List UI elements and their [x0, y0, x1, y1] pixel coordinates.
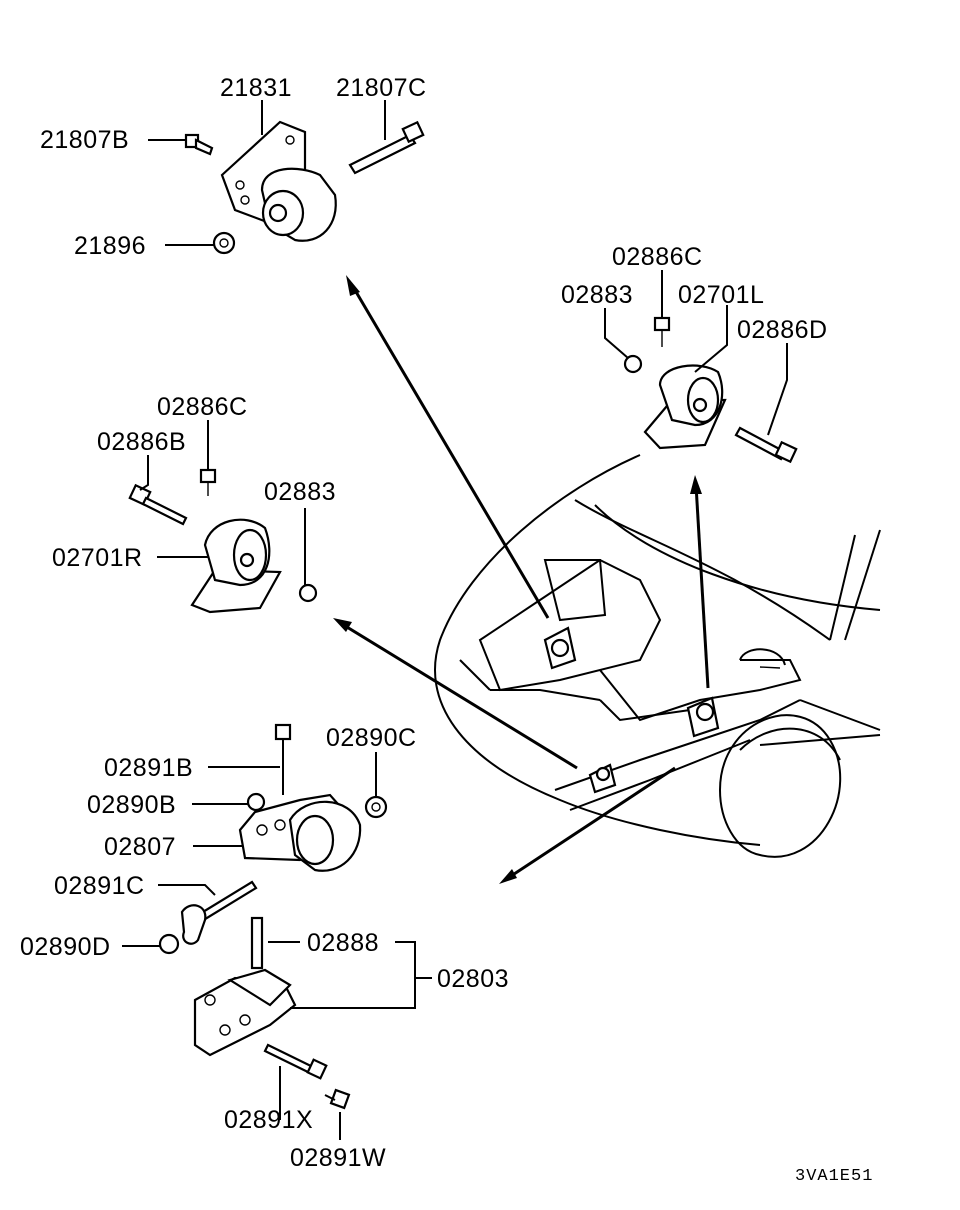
label-02888[interactable]: 02888 [307, 929, 379, 957]
mount-02701L-icon [643, 364, 727, 450]
label-02883-top[interactable]: 02883 [561, 281, 633, 309]
label-02883-mid[interactable]: 02883 [264, 478, 336, 506]
label-21831[interactable]: 21831 [220, 74, 292, 102]
vehicle-outline [434, 454, 881, 858]
bolt-02891W-icon [324, 1088, 351, 1110]
bolt-21807C-icon [348, 120, 425, 175]
diagram-code: 3VA1E51 [795, 1167, 873, 1186]
label-02890B[interactable]: 02890B [87, 791, 176, 819]
arrows [333, 275, 710, 884]
nut-21896-icon [212, 231, 236, 255]
label-02891X[interactable]: 02891X [224, 1106, 313, 1134]
mount-21831-icon [220, 120, 337, 242]
nut-02890C-icon [364, 795, 388, 819]
bolt-21807B-icon [184, 133, 214, 156]
label-21807B[interactable]: 21807B [40, 126, 129, 154]
label-21896[interactable]: 21896 [74, 232, 146, 260]
mount-02701R-icon [190, 518, 282, 614]
label-02701R[interactable]: 02701R [52, 544, 143, 572]
mount-02807-icon [238, 793, 362, 872]
bolt-02886B-icon [128, 483, 188, 526]
label-21807C[interactable]: 21807C [336, 74, 427, 102]
bolt-02891B-icon [274, 723, 292, 795]
bolt-02886D-icon [734, 426, 798, 464]
label-02890D[interactable]: 02890D [20, 933, 111, 961]
nut-02890D-icon [158, 933, 180, 955]
bolt-02886C-mid-icon [199, 468, 217, 496]
label-02886B[interactable]: 02886B [97, 428, 186, 456]
bracket-02803-icon [193, 968, 297, 1057]
label-02886C-mid[interactable]: 02886C [157, 393, 248, 421]
labels: 21831 21807C 21807B 21896 02886C 02883 0… [20, 74, 873, 1186]
stud-02888-icon [250, 916, 264, 970]
nut-02883-mid-icon [298, 583, 318, 603]
nut-02890B-icon [246, 792, 266, 812]
bolt-02891X-icon [263, 1043, 328, 1080]
nut-02883-top-icon [623, 354, 643, 374]
label-02891W[interactable]: 02891W [290, 1144, 386, 1172]
label-02701L[interactable]: 02701L [678, 281, 764, 309]
bolt-02891C-icon [180, 880, 258, 945]
leader-lines [122, 100, 788, 1140]
label-02891C[interactable]: 02891C [54, 872, 145, 900]
label-02891B[interactable]: 02891B [104, 754, 193, 782]
label-02886D[interactable]: 02886D [737, 316, 828, 344]
bolt-02886C-top-icon [653, 316, 671, 347]
label-02807[interactable]: 02807 [104, 833, 176, 861]
label-02803[interactable]: 02803 [437, 965, 509, 993]
label-02886C-top[interactable]: 02886C [612, 243, 703, 271]
label-02890C[interactable]: 02890C [326, 724, 417, 752]
